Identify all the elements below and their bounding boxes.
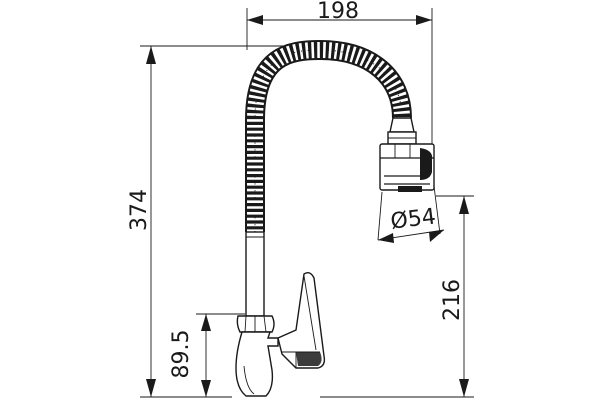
lever-handle [277,271,326,369]
spray-head-connector [387,117,417,145]
faucet-body [235,331,279,397]
dimension-outlet-height: 216 [320,195,474,398]
dimension-total-height-label: 374 [127,189,152,231]
dimension-base-height-label: 89.5 [169,330,194,379]
dimension-total-height: 374 [127,45,290,398]
dimension-diameter-label: Ø54 [389,204,437,234]
spray-head [379,143,435,192]
rigid-pipe [245,231,265,317]
swivel-nut [236,315,275,333]
dimension-base-height: 89.5 [169,313,245,397]
dimension-outlet-height-label: 216 [440,279,465,321]
dimension-width-label: 198 [317,0,359,24]
flexible-hose [245,39,412,232]
dimension-width: 198 [246,0,433,160]
dimension-diameter: Ø54 [377,185,445,243]
